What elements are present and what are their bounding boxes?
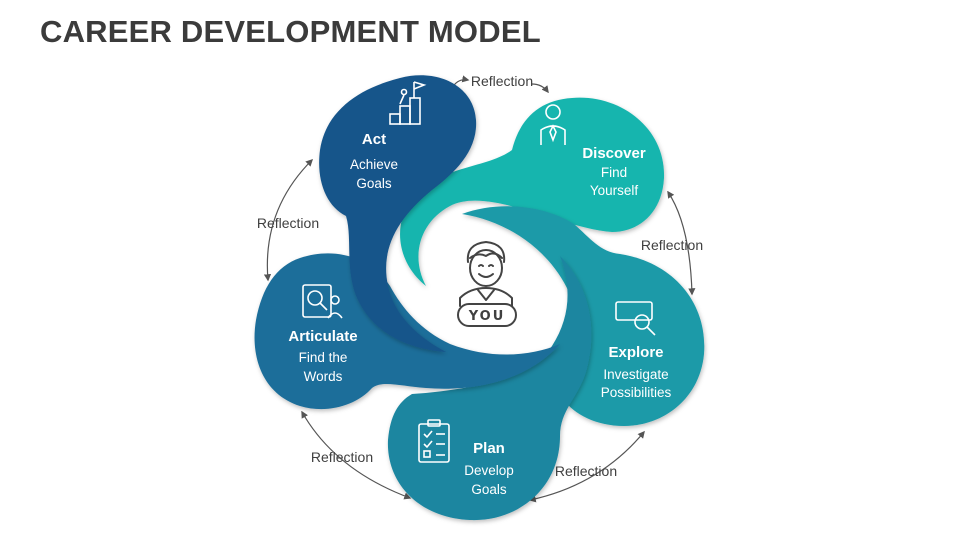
reflection-label-bottom-left: Reflection <box>311 449 373 465</box>
stage-explore-line2: Possibilities <box>601 385 672 400</box>
stage-act-line2: Goals <box>356 176 392 191</box>
stage-act-shape[interactable] <box>319 75 477 353</box>
stage-discover-title: Discover <box>582 145 646 162</box>
reflection-label-bottom-right: Reflection <box>555 463 617 479</box>
stage-discover-shape[interactable] <box>400 97 665 286</box>
web-search-icon <box>615 301 656 336</box>
reflection-arc-articulate-act <box>263 158 314 282</box>
reflection-label-top: Reflection <box>471 73 533 89</box>
page-title: CAREER DEVELOPMENT MODEL <box>40 14 541 49</box>
stage-explore-line1: Investigate <box>603 367 668 382</box>
stage-act-line1: Achieve <box>350 157 398 172</box>
stage-discover-line2: Yourself <box>590 183 639 198</box>
center-label: YOU <box>468 309 506 324</box>
reflection-label-right: Reflection <box>641 237 703 253</box>
reflection-arc-act-discover-2 <box>531 83 549 94</box>
reflection-arc-explore-plan <box>528 430 645 503</box>
reflection-label-left: Reflection <box>257 215 319 231</box>
document-search-icon <box>302 284 343 319</box>
you-badge <box>457 303 517 327</box>
stage-plan-title: Plan <box>473 440 505 457</box>
stage-articulate-line2: Words <box>304 369 343 384</box>
stage-articulate-title: Articulate <box>288 328 357 345</box>
stage-plan-line2: Goals <box>471 482 507 497</box>
stage-explore-title: Explore <box>608 344 663 361</box>
stage-act-title: Act <box>362 131 386 148</box>
stage-discover-line1: Find <box>601 165 627 180</box>
mountain-flag-icon <box>389 81 427 125</box>
reflection-arc-discover-explore <box>667 190 696 296</box>
person-tie-icon <box>540 104 566 145</box>
checklist-icon <box>418 419 450 463</box>
reflection-arc-plan-articulate <box>301 410 412 500</box>
stage-articulate-line1: Find the <box>299 350 348 365</box>
stage-plan-shape[interactable] <box>387 256 592 521</box>
reflection-arrows <box>263 75 696 503</box>
stage-plan-line1: Develop <box>464 463 514 478</box>
person-avatar-icon <box>459 241 513 307</box>
